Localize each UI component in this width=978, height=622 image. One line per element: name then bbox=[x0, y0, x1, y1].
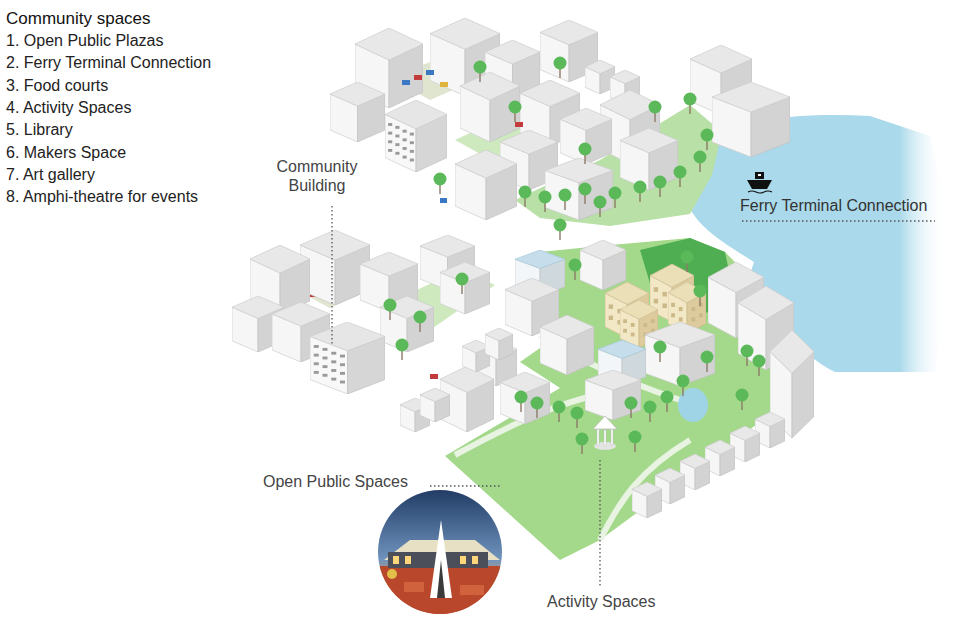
trees bbox=[384, 57, 766, 455]
tree bbox=[741, 345, 754, 367]
tree bbox=[654, 176, 667, 198]
tree bbox=[456, 273, 469, 295]
tree bbox=[694, 285, 707, 307]
tree bbox=[644, 401, 657, 423]
tree bbox=[736, 389, 749, 411]
list-item: 1. Open Public Plazas bbox=[6, 31, 163, 50]
tree bbox=[681, 251, 694, 273]
tree bbox=[396, 339, 409, 361]
plaza-photo bbox=[376, 488, 506, 618]
building bbox=[440, 262, 490, 314]
tree bbox=[649, 101, 662, 123]
tree bbox=[634, 181, 647, 203]
tree bbox=[594, 196, 607, 218]
tree bbox=[625, 397, 638, 419]
tree bbox=[519, 186, 532, 208]
list-item: 8. Amphi-theatre for events bbox=[6, 187, 198, 206]
tree bbox=[554, 219, 567, 241]
tree bbox=[569, 259, 582, 281]
list-item: 7. Art gallery bbox=[6, 165, 95, 184]
tree bbox=[576, 433, 589, 455]
tree bbox=[474, 61, 487, 83]
tree bbox=[571, 407, 584, 429]
leader-line bbox=[742, 220, 935, 221]
tree bbox=[553, 401, 566, 423]
building bbox=[580, 240, 626, 290]
house bbox=[632, 482, 662, 518]
callout-label: Community Building bbox=[262, 157, 372, 195]
tree bbox=[629, 431, 642, 453]
list-item: 4. Activity Spaces bbox=[6, 98, 131, 117]
lower-green-ground bbox=[445, 238, 800, 560]
tree bbox=[674, 166, 687, 188]
tree bbox=[579, 183, 592, 205]
leader-line bbox=[599, 460, 600, 586]
building bbox=[330, 82, 385, 142]
tree bbox=[539, 191, 552, 213]
tree bbox=[414, 311, 427, 333]
callout-label: Ferry Terminal Connection bbox=[740, 196, 927, 215]
list-item: 2. Ferry Terminal Connection bbox=[6, 53, 211, 72]
tree bbox=[701, 351, 714, 373]
tree bbox=[559, 189, 572, 211]
leader-line bbox=[331, 206, 332, 345]
leader-line bbox=[430, 485, 502, 486]
building bbox=[545, 158, 613, 220]
tree bbox=[579, 143, 592, 165]
gazebo bbox=[593, 416, 617, 450]
diagram-title: Community spaces bbox=[6, 9, 151, 29]
building bbox=[300, 230, 370, 305]
building bbox=[540, 315, 594, 375]
tree bbox=[701, 129, 714, 151]
tree bbox=[609, 187, 622, 209]
left-buildings bbox=[232, 230, 490, 394]
tree bbox=[531, 397, 544, 419]
tree bbox=[384, 299, 397, 321]
building bbox=[620, 128, 678, 190]
callout-label: Activity Spaces bbox=[547, 592, 655, 611]
list-item: 6. Makers Space bbox=[6, 143, 126, 162]
tree bbox=[509, 101, 522, 123]
tree bbox=[753, 355, 766, 377]
callout-label: Open Public Spaces bbox=[263, 472, 408, 491]
tree bbox=[554, 57, 567, 79]
list-item: 3. Food courts bbox=[6, 76, 108, 95]
central-buildings bbox=[400, 240, 814, 518]
building bbox=[500, 372, 550, 424]
building bbox=[712, 82, 790, 157]
building bbox=[585, 370, 641, 420]
house bbox=[420, 388, 450, 422]
tree bbox=[677, 375, 690, 397]
windowed-building bbox=[385, 100, 447, 172]
tree bbox=[434, 173, 447, 195]
house bbox=[485, 328, 513, 360]
building bbox=[455, 150, 517, 220]
tree bbox=[694, 151, 707, 173]
tree bbox=[684, 93, 697, 115]
upper-buildings bbox=[330, 18, 790, 220]
tree bbox=[654, 341, 667, 363]
building bbox=[560, 108, 612, 164]
tree bbox=[515, 391, 528, 413]
ferry-icon bbox=[747, 172, 772, 193]
community-building bbox=[310, 322, 385, 394]
list-item: 5. Library bbox=[6, 120, 73, 139]
tree bbox=[661, 391, 674, 413]
